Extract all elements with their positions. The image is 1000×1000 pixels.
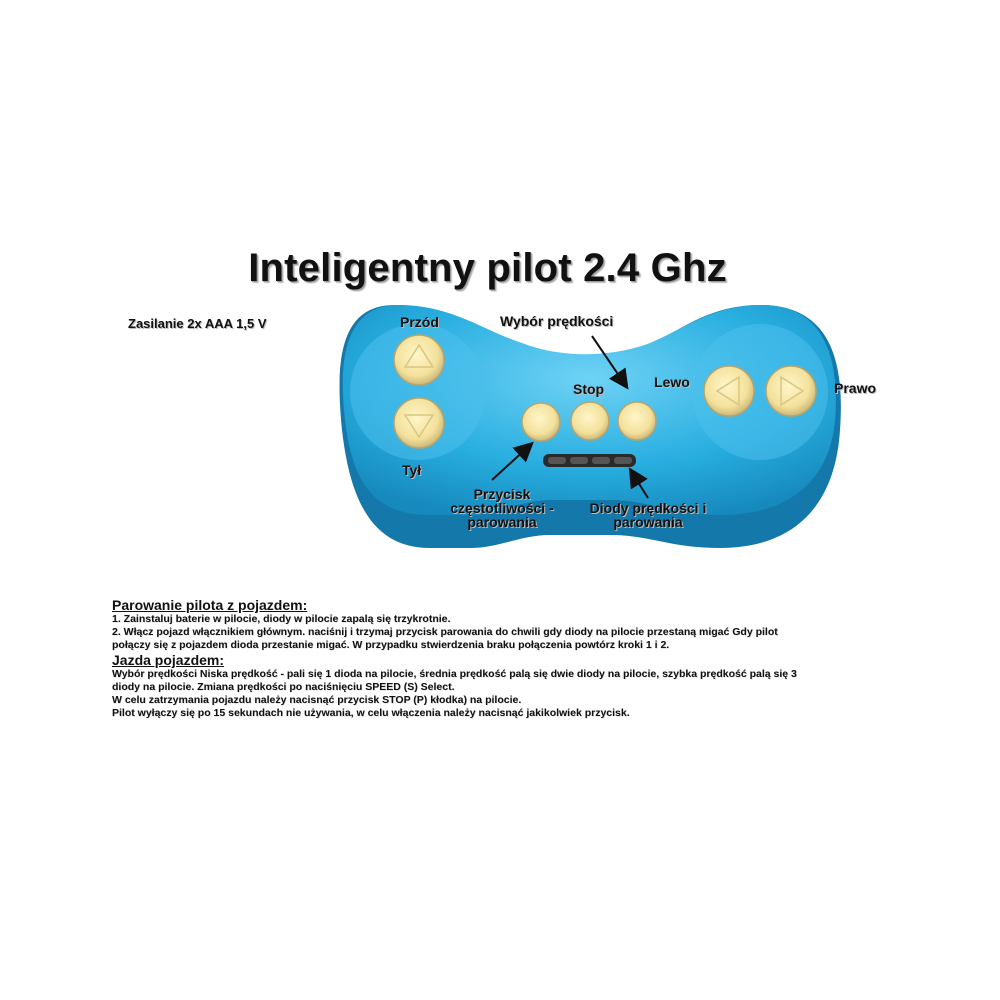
frequency-button-label-line: częstotliwości - — [450, 500, 554, 516]
led-1 — [548, 457, 566, 464]
speed-select-label: Wybór prędkości — [500, 313, 614, 329]
led-3 — [592, 457, 610, 464]
led-2 — [570, 457, 588, 464]
frequency-button-arrow — [491, 441, 534, 481]
power-note: Zasilanie 2x AAA 1,5 V — [128, 316, 267, 331]
driving-heading: Jazda pojazdem: — [112, 652, 225, 668]
pairing-line: połączy się z pojazdem dioda przestanie … — [112, 639, 670, 651]
back-button[interactable] — [393, 397, 445, 449]
leds-label: Diody prędkości i parowania — [578, 501, 718, 529]
frequency-pairing-button[interactable] — [521, 402, 561, 442]
frequency-button-label-line: parowania — [467, 514, 537, 530]
arrow-up-icon — [403, 343, 435, 368]
driving-line: Wybór prędkości Niska prędkość - pali si… — [112, 668, 797, 680]
instructions: Parowanie pilota z pojazdem: 1. Zainstal… — [112, 597, 902, 720]
leds-label-line: parowania — [613, 514, 683, 530]
right-button[interactable] — [765, 365, 817, 417]
page-title: Inteligentny pilot 2.4 Ghz — [248, 246, 727, 290]
frequency-button-label-line: Przycisk — [473, 486, 531, 502]
pairing-line: 1. Zainstaluj baterie w pilocie, diody w… — [112, 613, 451, 625]
arrow-right-icon — [780, 375, 805, 407]
stop-button[interactable] — [570, 401, 610, 441]
left-label: Lewo — [654, 374, 690, 390]
forward-label: Przód — [400, 314, 439, 330]
speed-select-arrow — [591, 335, 629, 390]
remote-illustration — [339, 305, 841, 548]
arrow-down-icon — [403, 414, 435, 439]
left-button[interactable] — [703, 365, 755, 417]
forward-button[interactable] — [393, 334, 445, 386]
leds-label-line: Diody prędkości i — [589, 500, 707, 516]
led-4 — [614, 457, 632, 464]
driving-line: Pilot wyłączy się po 15 sekundach nie uż… — [112, 707, 630, 719]
pairing-line: 2. Włącz pojazd włącznikiem głównym. nac… — [112, 626, 778, 638]
led-bar — [543, 454, 636, 467]
left-grip-ring — [350, 324, 486, 460]
pairing-heading: Parowanie pilota z pojazdem: — [112, 597, 308, 613]
stop-label: Stop — [573, 381, 605, 397]
leds-arrow — [628, 467, 649, 499]
right-label: Prawo — [834, 380, 877, 396]
driving-line: W celu zatrzymania pojazdu należy nacisn… — [112, 694, 522, 706]
right-grip-ring — [692, 324, 828, 460]
frequency-button-label: Przycisk częstotliwości - parowania — [437, 487, 567, 529]
speed-select-button[interactable] — [617, 401, 657, 441]
driving-line: diody na pilocie. Zmiana prędkości po na… — [112, 681, 455, 693]
arrow-left-icon — [715, 375, 740, 407]
back-label: Tył — [402, 462, 422, 478]
